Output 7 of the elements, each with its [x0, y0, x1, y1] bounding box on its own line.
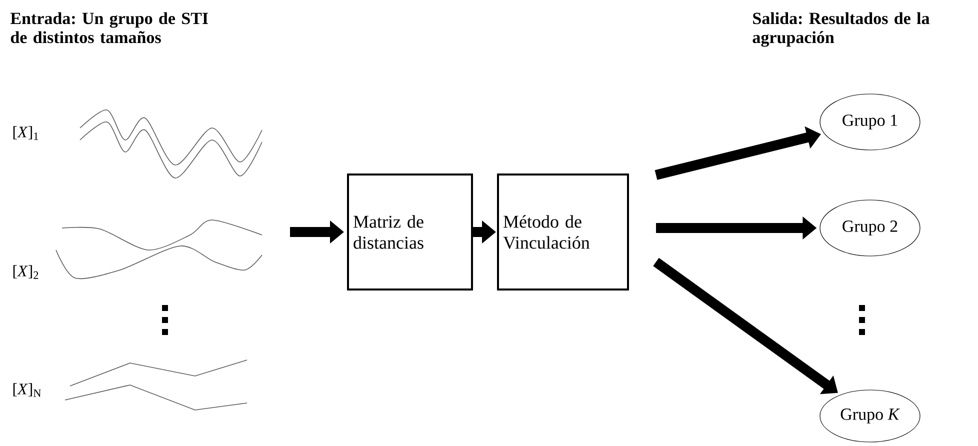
- process-box: Matriz de distancias: [347, 174, 473, 290]
- series-label: [X]$_{2}$: [13, 265, 38, 279]
- series-label: [X]$_{N}$: [13, 383, 41, 397]
- series-label: [X]$_{1}$: [13, 126, 38, 140]
- process-box: Método de Vinculación: [497, 174, 629, 290]
- heading: Salida: Resultados de la agrupación: [752, 12, 930, 47]
- heading: Entrada: Un grupo de STI de distintos tamaños: [10, 12, 208, 44]
